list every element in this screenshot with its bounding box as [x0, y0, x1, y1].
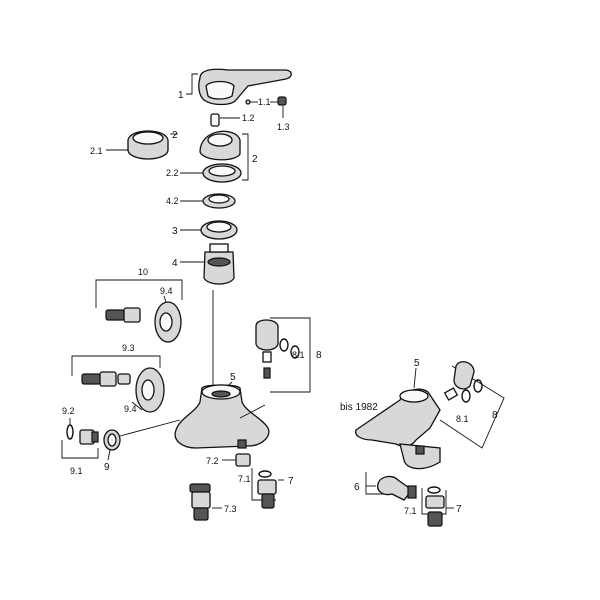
- label-6: 6: [354, 482, 360, 493]
- label-8-1-upper: 8.1: [292, 350, 305, 360]
- part-1-1-screw: [245, 99, 251, 105]
- label-7-3: 7.3: [224, 504, 237, 514]
- label-7-lower: 7: [456, 504, 462, 515]
- part-1-2-pin: [210, 113, 220, 127]
- part-4-cartridge: [203, 243, 235, 285]
- label-9-1: 9.1: [70, 466, 83, 476]
- label-8-upper: 8: [316, 350, 322, 361]
- label-4-2: 4.2: [166, 196, 179, 206]
- part-labels: 1 1.1 1.2 1.3 2 2.1 2 2.2 4.2 3 4 10 9.4…: [62, 90, 498, 516]
- label-9: 9: [104, 462, 110, 473]
- label-bis-1982: bis 1982: [340, 402, 378, 413]
- part-9-4-rosette-lower: [135, 367, 165, 413]
- bracket-8-lower: [439, 365, 505, 449]
- label-1-2: 1.2: [242, 113, 255, 123]
- part-7-3-spout-nipple: [189, 483, 211, 521]
- part-9-3-connector: [81, 371, 131, 387]
- part-2-1-cover: [127, 130, 169, 160]
- part-8-diverter-knob: [255, 319, 279, 379]
- part-7-2-insert: [235, 453, 251, 467]
- label-8-1-lower: 8.1: [456, 414, 469, 424]
- label-2-2: 2.2: [166, 168, 179, 178]
- label-4: 4: [172, 258, 178, 269]
- part-6-elbow: [377, 475, 417, 501]
- bracket-8-upper: [270, 317, 311, 393]
- part-3-ring: [200, 220, 238, 240]
- bracket-9-3: [71, 355, 161, 376]
- part-5-valve-body-pre-1982: [355, 388, 441, 470]
- label-9-3: 9.3: [122, 343, 135, 353]
- label-10: 10: [138, 267, 148, 277]
- label-5-right: 5: [414, 358, 420, 369]
- part-8-1-orings-upper: [279, 338, 300, 359]
- label-1: 1: [178, 90, 184, 101]
- part-10-connector: [105, 307, 141, 323]
- label-1-3: 1.3: [277, 122, 290, 132]
- leader-lines: [69, 73, 454, 509]
- label-7-1-lower: 7.1: [404, 506, 417, 516]
- label-9-4-upper: 9.4: [160, 286, 173, 296]
- label-2-upper: 2: [172, 130, 178, 141]
- part-9-1-nipple: [79, 429, 99, 445]
- part-5-valve-body: [174, 384, 270, 449]
- line-8-connect: [239, 404, 266, 419]
- part-7-outlet-lower: [425, 495, 445, 527]
- part-7-1-seal-upper: [258, 470, 272, 478]
- label-5-left: 5: [230, 372, 236, 383]
- part-1-3-cap: [277, 96, 287, 106]
- bracket-9-1: [61, 440, 99, 459]
- bracket-10: [95, 279, 183, 308]
- part-2-2-ring: [202, 163, 242, 183]
- label-8-lower: 8: [492, 410, 498, 421]
- label-2-1: 2.1: [90, 146, 103, 156]
- part-2-cover-dome: [199, 130, 241, 161]
- part-9-2-washer: [66, 424, 74, 440]
- part-7-1-seal-lower: [427, 486, 441, 494]
- label-7-1-upper: 7.1: [238, 474, 251, 484]
- part-7-outlet-upper: [257, 479, 277, 509]
- label-3: 3: [172, 226, 178, 237]
- label-7-upper: 7: [288, 476, 294, 487]
- label-7-2: 7.2: [206, 456, 219, 466]
- part-9-4-rosette-upper: [154, 301, 182, 343]
- part-4-2-nut: [202, 193, 236, 209]
- part-1-lever-handle: [198, 68, 292, 106]
- part-8-diverter-knob-pre-1982: [443, 361, 475, 401]
- part-9-nut: [103, 429, 121, 451]
- label-1-1: 1.1: [258, 97, 271, 107]
- line-9-connect: [119, 419, 181, 437]
- label-2-right: 2: [252, 154, 258, 165]
- label-9-2: 9.2: [62, 406, 75, 416]
- part-8-1-orings-lower: [461, 379, 483, 403]
- label-9-4-lower: 9.4: [124, 404, 137, 414]
